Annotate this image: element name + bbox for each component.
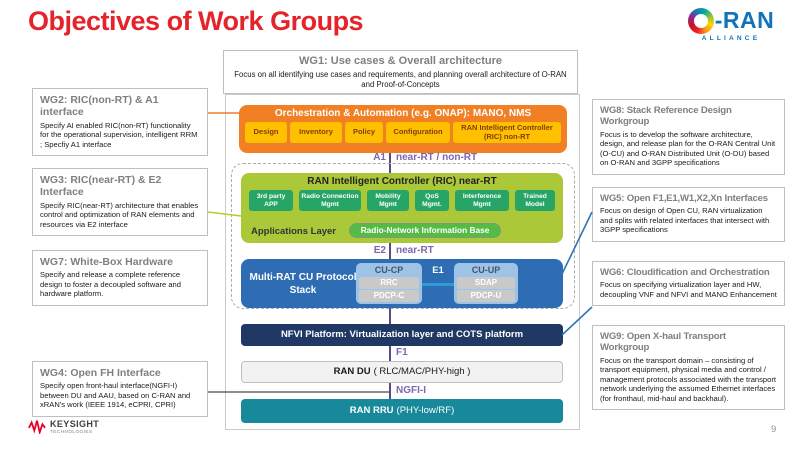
ric-chip-trained-model: Trained Model — [515, 190, 555, 211]
architecture-diagram: Orchestration & Automation (e.g. ONAP): … — [225, 94, 580, 430]
cuup-item-sdap: SDAP — [457, 277, 515, 289]
ric-nonrt-chip: RAN Intelligent Controller (RIC) non-RT — [453, 122, 561, 143]
wg6-body: Focus on specifying virtualization layer… — [600, 280, 777, 299]
wg5-title: WG5: Open F1,E1,W1,X2,Xn Interfaces — [600, 193, 768, 204]
wg7-body: Specify and release a complete reference… — [40, 270, 181, 299]
cucp-item-pdcpc: PDCP-C — [359, 290, 419, 302]
keysight-name: KEYSIGHT — [50, 419, 100, 429]
wg4-title: WG4: Open FH Interface — [40, 367, 161, 379]
page-title: Objectives of Work Groups — [28, 6, 364, 36]
wg3-body: Specify RIC(near-RT) architecture that e… — [40, 200, 199, 229]
a1-scope-label: near-RT / non-RT — [396, 152, 478, 163]
orchestration-chip-policy: Policy — [345, 122, 383, 143]
ric-chip-3rd-party-app: 3rd party APP — [249, 190, 293, 211]
wg4-body: Specify open front-haul interface(NGFI-I… — [40, 381, 191, 410]
wg1-title: WG1: Use cases & Overall architecture — [299, 55, 502, 67]
cucp-title: CU-CP — [374, 265, 404, 275]
wg9-box: WG9: Open X-haul Transport Workgroup Foc… — [592, 325, 785, 411]
wg6-box: WG6: Cloudification and Orchestration Fo… — [592, 261, 785, 307]
applications-layer-label: Applications Layer — [251, 226, 336, 237]
wg5-box: WG5: Open F1,E1,W1,X2,Xn Interfaces Focu… — [592, 187, 785, 242]
nfvi-box: NFVI Platform: Virtualization layer and … — [241, 324, 563, 346]
wg1-body: Focus on all identifying use cases and r… — [234, 69, 567, 89]
ric-nearrt-box: RAN Intelligent Controller (RIC) near-RT… — [241, 173, 563, 243]
wg7-box: WG7: White-Box Hardware Specify and rele… — [32, 250, 208, 306]
oran-alliance-logo: -RAN ALLIANCE — [676, 7, 786, 42]
ran-rru-box: RAN RRU(PHY-low/RF) — [241, 399, 563, 423]
ric-chip-qos: QoS Mgmt. — [415, 190, 449, 211]
wg2-title: WG2: RIC(non-RT) & A1 interface — [40, 94, 159, 119]
wg8-body: Focus is to develop the software archite… — [600, 129, 776, 168]
wg8-box: WG8: Stack Reference Design Workgroup Fo… — [592, 99, 785, 175]
cu-stack-box: Multi-RAT CU Protocol Stack CU-CP RRC PD… — [241, 259, 563, 308]
wg7-title: WG7: White-Box Hardware — [40, 256, 174, 268]
wg3-title: WG3: RIC(near-RT) & E2 Interface — [40, 174, 162, 199]
orchestration-title: Orchestration & Automation (e.g. ONAP): … — [274, 108, 532, 119]
e2-scope-label: near-RT — [396, 245, 434, 256]
e1-link-line — [422, 283, 454, 286]
cuup-group: CU-UP SDAP PDCP-U — [454, 263, 518, 304]
cucp-group: CU-CP RRC PDCP-C — [356, 263, 422, 304]
a1-label: A1 — [373, 152, 386, 163]
rnib-pill: Radio-Network Information Base — [349, 223, 501, 238]
orchestration-box: Orchestration & Automation (e.g. ONAP): … — [239, 105, 567, 153]
oran-ring-icon — [687, 7, 714, 34]
cucp-item-rrc: RRC — [359, 277, 419, 289]
ric-chip-interference: Interference Mgmt — [455, 190, 509, 211]
wg5-body: Focus on design of Open CU, RAN virtuali… — [600, 206, 770, 235]
ran-du-label: RAN DU — [333, 366, 371, 377]
ric-nearrt-title: RAN Intelligent Controller (RIC) near-RT — [307, 176, 497, 187]
cuup-title: CU-UP — [471, 265, 501, 275]
wg2-body: Specify AI enabled RIC(non-RT) functiona… — [40, 120, 198, 149]
keysight-logo: KEYSIGHT TECHNOLOGIES — [28, 419, 99, 434]
ran-rru-label: RAN RRU — [349, 405, 394, 416]
orchestration-chip-configuration: Configuration — [386, 122, 450, 143]
cu-stack-title: Multi-RAT CU Protocol Stack — [249, 271, 357, 296]
wg9-title: WG9: Open X-haul Transport Workgroup — [600, 331, 726, 354]
wg3-box: WG3: RIC(near-RT) & E2 Interface Specify… — [32, 168, 208, 237]
ran-du-detail: ( RLC/MAC/PHY-high ) — [373, 366, 471, 377]
wg6-title: WG6: Cloudification and Orchestration — [600, 267, 770, 278]
e1-label: E1 — [432, 265, 444, 276]
keysight-subtitle: TECHNOLOGIES — [50, 429, 93, 434]
oran-alliance-label: ALLIANCE — [701, 35, 761, 42]
orchestration-chip-design: Design — [245, 122, 287, 143]
ric-chip-radio-connection: Radio Connection Mgmt — [299, 190, 361, 211]
wg2-box: WG2: RIC(non-RT) & A1 interface Specify … — [32, 88, 208, 157]
keysight-icon — [28, 420, 46, 434]
ric-chip-mobility: Mobility Mgmt — [367, 190, 409, 211]
page-number: 9 — [771, 424, 777, 435]
cuup-item-pdcpu: PDCP-U — [457, 290, 515, 302]
orchestration-chip-inventory: Inventory — [290, 122, 342, 143]
ran-du-box: RAN DU( RLC/MAC/PHY-high ) — [241, 361, 563, 383]
oran-wordmark: -RAN — [714, 7, 775, 33]
e2-label: E2 — [373, 245, 386, 256]
ngfi-label: NGFI-I — [396, 385, 426, 396]
f1-label: F1 — [396, 347, 408, 358]
wg4-box: WG4: Open FH Interface Specify open fron… — [32, 361, 208, 417]
wg8-title: WG8: Stack Reference Design Workgroup — [600, 105, 732, 128]
ran-rru-detail: (PHY-low/RF) — [396, 405, 455, 416]
wg9-body: Focus on the transport domain – consisti… — [600, 355, 777, 403]
wg1-box: WG1: Use cases & Overall architecture Fo… — [223, 50, 578, 95]
